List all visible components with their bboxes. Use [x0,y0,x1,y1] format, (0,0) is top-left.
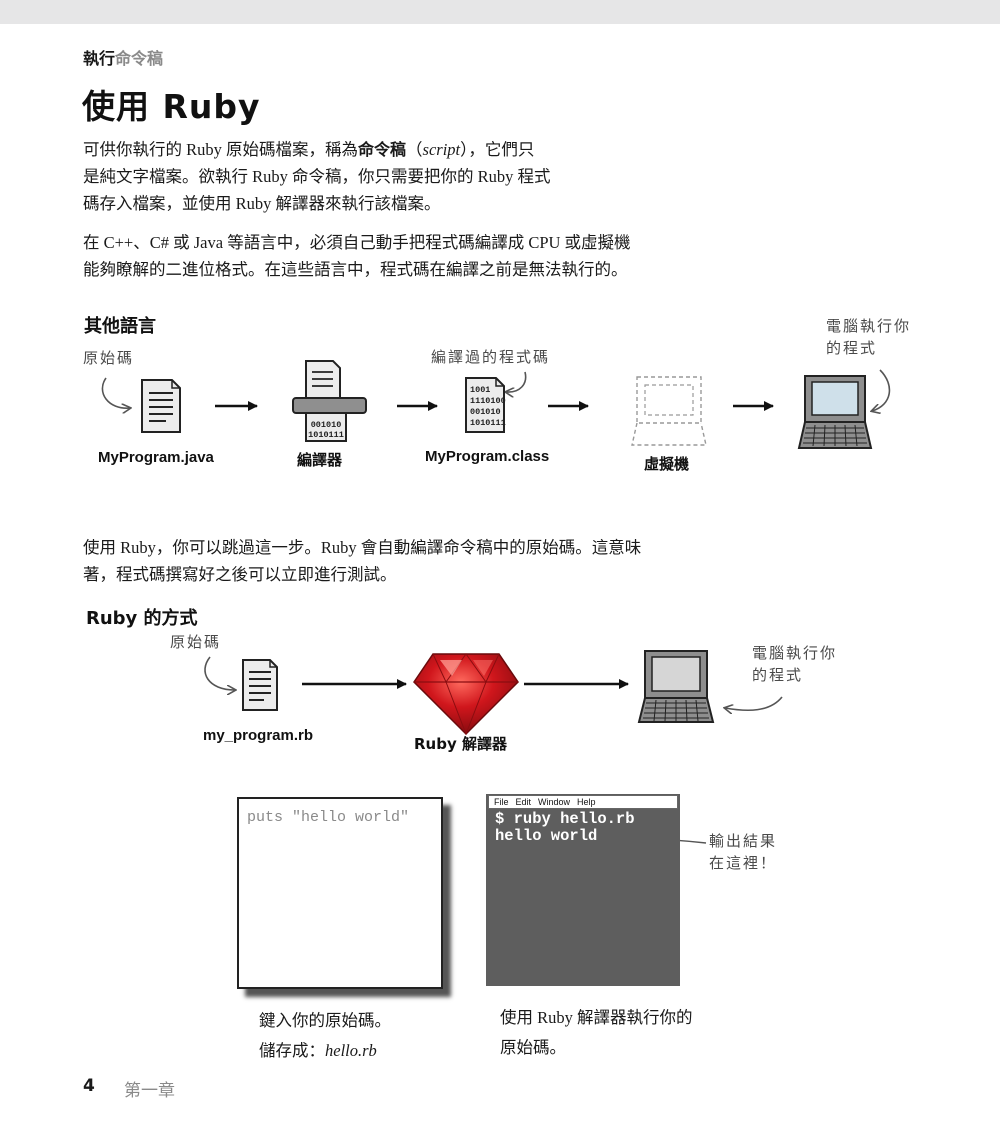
other-languages-heading: 其他語言 [84,316,156,337]
label-myprogram-java: MyProgram.java [98,449,214,466]
middle-paragraph: 使用 Ruby，你可以跳過這一步。Ruby 會自動編譯命令稿中的原始碼。這意味 … [83,534,703,588]
terminal-window[interactable]: File Edit Window Help $ ruby hello.rb hello… [486,794,680,986]
intro-p1-line3: 碼存入檔案，並使用 Ruby 解譯器來執行該檔案。 [83,194,441,213]
ruby-note-computer-line2: 的程式 [752,666,804,684]
ruby-document-icon [242,659,278,711]
binary-line-4: 1010111 [470,418,506,428]
caption-left-line1: 鍵入你的原始碼。 [259,1011,391,1030]
menu-window[interactable]: Window [538,797,571,807]
intro-p1-line1: 可供你執行的 Ruby 原始碼檔案，稱為命令稿（script），它們只 [83,136,683,163]
intro-p1-line2: 是純文字檔案。欲執行 Ruby 命令稿，你只需要把你的 Ruby 程式 [83,167,551,186]
chapter-header-bold: 執行 [83,49,116,68]
binary-document-icon [465,377,505,433]
note-computer-runs-line2: 的程式 [826,339,878,357]
compiler-binary-line-2: 1010111 [308,430,344,440]
editor-code[interactable]: puts "hello world" [247,809,410,826]
terminal-command-line: $ ruby hello.rb [495,810,635,828]
compiler-icon [292,360,367,442]
label-my-program-rb: my_program.rb [203,727,314,744]
top-bar [0,0,1000,24]
terminal-output-line: hello world [495,827,598,845]
caption-right-line1: 使用 Ruby 解譯器執行你的 [500,1008,693,1027]
middle-line2: 著，程式碼撰寫好之後可以立即進行測試。 [83,565,397,584]
note-compiled-code: 編譯過的程式碼 [431,348,551,366]
page-title: 使用 Ruby [82,87,261,126]
ruby-computer-icon [637,650,715,723]
caption-save-as: 儲存成： [259,1041,325,1060]
label-virtual-machine: 虛擬機 [644,455,690,473]
source-note-arrow [101,377,130,408]
text-editor-window[interactable]: puts "hello world" [237,797,443,989]
intro-p2-line2: 能夠瞭解的二進位格式。在這些語言中，程式碼在編譯之前是無法執行的。 [83,260,628,279]
intro-p2-line1: 在 C++、C# 或 Java 等語言中，必須自己動手把程式碼編譯成 CPU 或… [83,233,631,252]
menu-edit[interactable]: Edit [515,797,532,807]
output-note: 輸出結果 在這裡！ [709,830,777,874]
label-compiler: 編譯器 [297,451,343,469]
chapter-header-light: 命令稿 [115,49,164,68]
ruby-gem-icon [413,653,519,736]
ruby-way-heading: Ruby 的方式 [86,608,198,629]
ruby-computer-note-arrow [725,696,783,710]
label-myprogram-class: MyProgram.class [425,448,550,465]
note-computer-runs-line1: 電腦執行你 [826,317,912,335]
virtual-machine-icon [631,376,707,446]
ruby-note-source-code: 原始碼 [170,633,222,651]
intro-p1-text-a: 可供你執行的 Ruby 原始碼檔案，稱為 [83,140,359,159]
binary-line-3: 001010 [470,407,501,417]
caption-left: 鍵入你的原始碼。 儲存成：hello.rb [259,1006,391,1066]
ruby-source-note-arrow [204,656,235,690]
terminal-menu-bar: File Edit Window Help [488,795,678,809]
caption-right: 使用 Ruby 解譯器執行你的 原始碼。 [500,1003,693,1063]
output-note-line2: 在這裡！ [709,854,778,872]
ruby-note-computer-line1: 電腦執行你 [752,644,838,662]
intro-p1-script: script [422,140,461,159]
caption-filename: hello.rb [325,1041,377,1060]
compiled-note-arrow [506,371,527,392]
binary-line-2: 1110100 [470,396,506,406]
note-source-code: 原始碼 [83,349,135,367]
output-note-line1: 輸出結果 [709,832,778,850]
compiler-binary-line-1: 001010 [311,420,342,430]
intro-p1-text-b: ），它們只 [460,140,535,159]
menu-help[interactable]: Help [577,797,596,807]
label-ruby-interpreter: Ruby 解譯器 [414,735,507,753]
computer-icon [797,375,873,449]
caption-right-line2: 原始碼。 [500,1038,566,1057]
footer-chapter: 第一章 [124,1081,175,1101]
computer-note-arrow [872,369,891,411]
binary-line-1: 1001 [470,385,490,395]
chapter-header: 執行命令稿 [83,45,163,69]
intro-p1-paren: （ [406,140,423,159]
document-icon [141,379,181,433]
ruby-note-computer-runs: 電腦執行你 的程式 [752,642,837,686]
intro-p1-term: 命令稿 [358,140,407,159]
middle-line1: 使用 Ruby，你可以跳過這一步。Ruby 會自動編譯命令稿中的原始碼。這意味 [83,538,642,557]
page-number: 4 [83,1076,95,1096]
menu-file[interactable]: File [494,797,509,807]
caption-left-line2: 儲存成：hello.rb [259,1036,391,1066]
intro-paragraph-2: 在 C++、C# 或 Java 等語言中，必須自己動手把程式碼編譯成 CPU 或… [83,229,683,283]
note-computer-runs: 電腦執行你 的程式 [826,315,911,359]
intro-paragraph-1: 可供你執行的 Ruby 原始碼檔案，稱為命令稿（script），它們只 是純文字… [83,136,683,217]
